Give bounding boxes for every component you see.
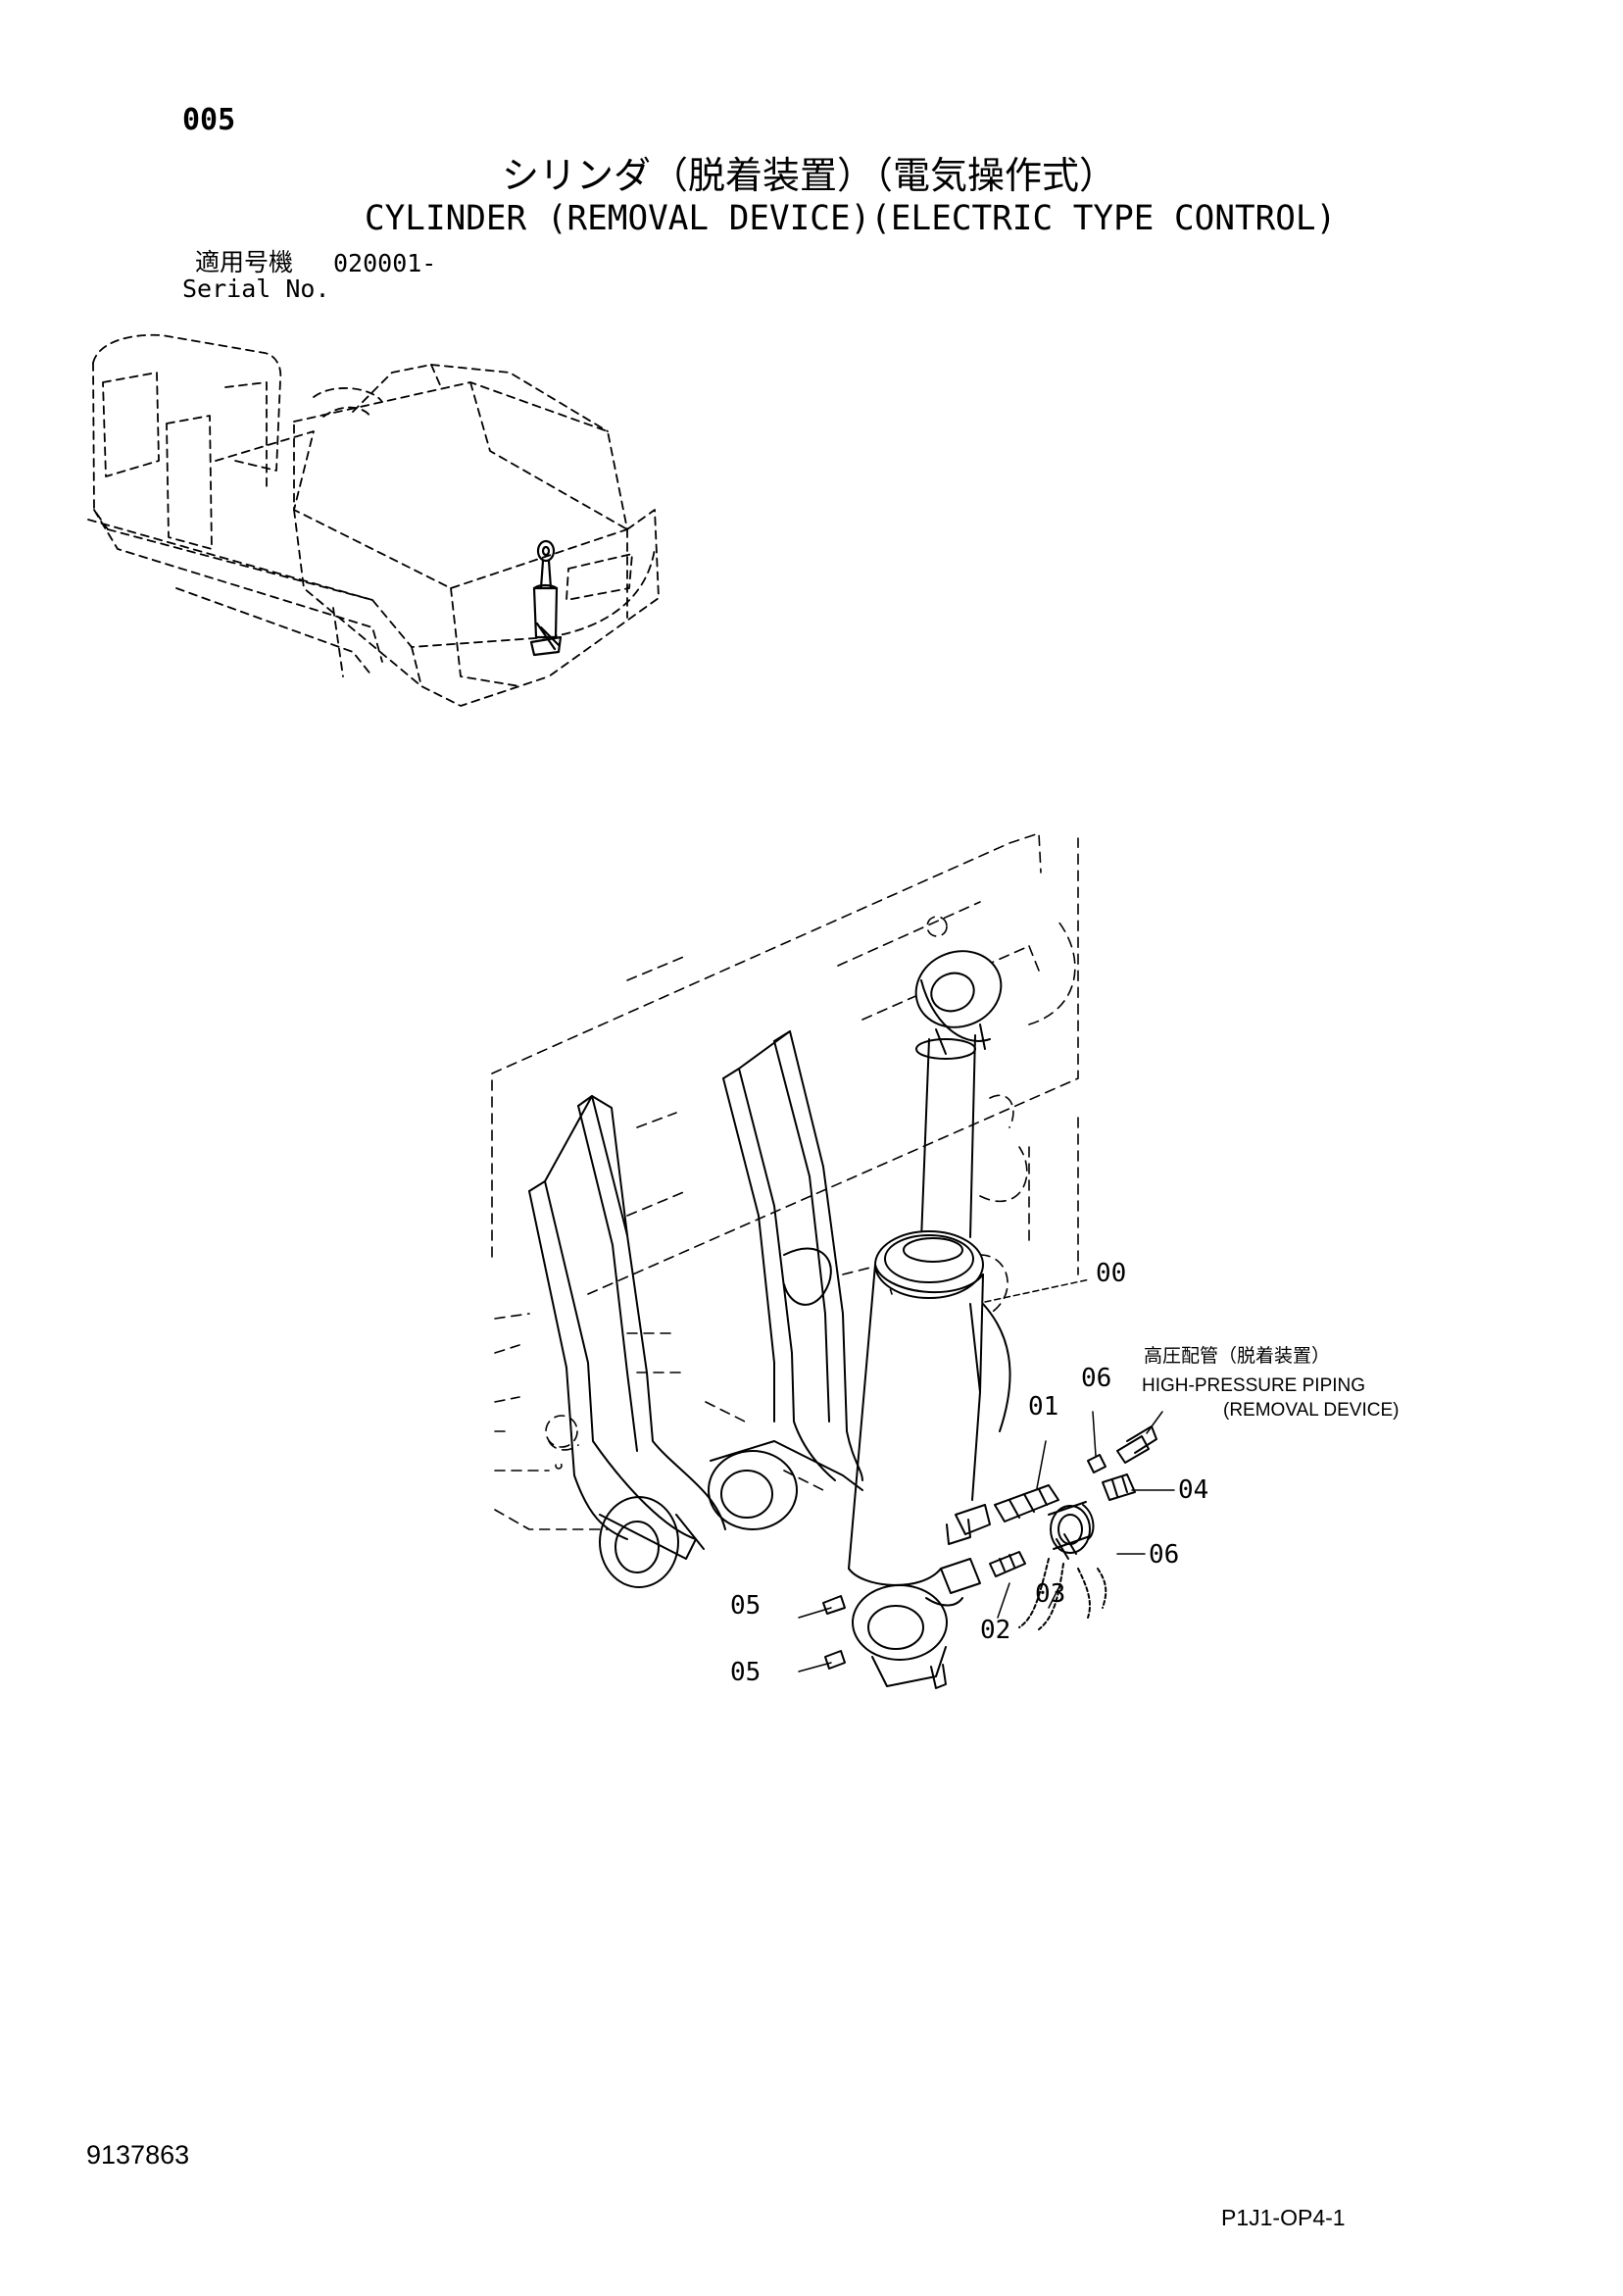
serial-label-english: Serial No. [182,275,330,303]
part-label-04: 04 [1178,1475,1209,1505]
page-number: 005 [182,103,236,137]
part-label-06-lower: 06 [1149,1540,1180,1570]
hydraulic-cylinder [849,939,1011,1688]
high-pressure-note-line1: HIGH-PRESSURE PIPING [1142,1375,1366,1396]
title-japanese: シリンダ（脱着装置）（電気操作式） [502,154,1117,197]
overview-cylinder-highlight [531,541,561,655]
part-label-01: 01 [1028,1392,1059,1422]
leader-lines [799,1279,1174,1672]
part-label-02: 02 [980,1616,1011,1645]
fittings [823,1426,1156,1669]
title-english: CYLINDER (REMOVAL DEVICE)(ELECTRIC TYPE … [365,199,1337,238]
main-detail-drawing [492,833,1174,1688]
high-pressure-note-japanese: 高圧配管（脱着装置） [1144,1345,1331,1367]
part-label-03: 03 [1035,1579,1066,1609]
mounting-bracket-left [529,1096,725,1587]
document-code: 9137863 [86,2140,190,2170]
high-pressure-note-line2: (REMOVAL DEVICE) [1223,1400,1400,1421]
excavator-overview [88,335,659,706]
serial-value: 020001- [333,249,437,277]
part-label-00: 00 [1096,1259,1127,1288]
part-label-05-lower: 05 [730,1658,762,1687]
part-label-06-upper: 06 [1081,1364,1112,1393]
serial-label-japanese: 適用号機 [195,248,294,276]
mounting-bracket-right [709,1031,862,1529]
part-label-05-upper: 05 [730,1591,762,1621]
page-code: P1J1-OP4-1 [1221,2205,1346,2230]
